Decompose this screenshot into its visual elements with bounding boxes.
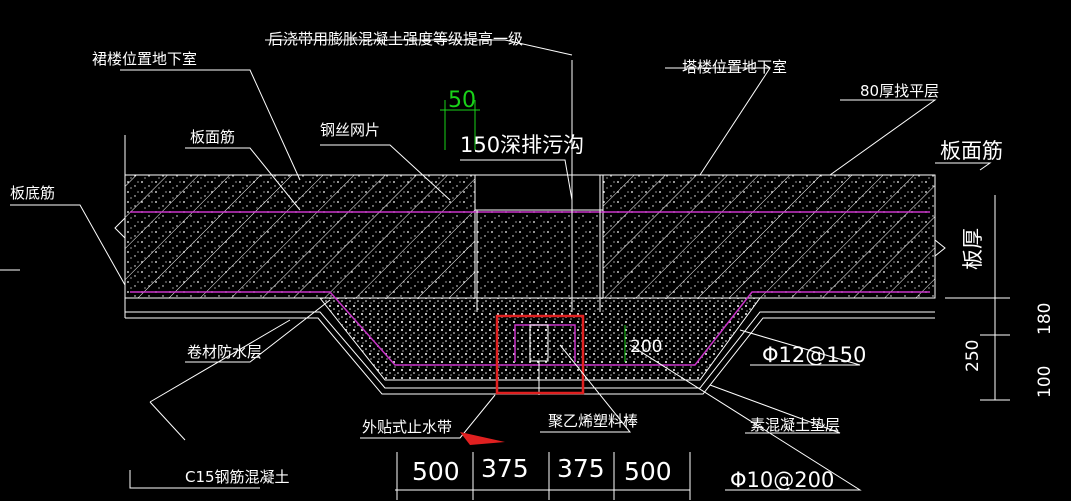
leader-lines: [10, 39, 992, 491]
dim-200: 200: [630, 337, 662, 357]
slab-outline: [114, 60, 946, 312]
title-note: 后浇带用膨胀混凝土强度等级提高一级: [268, 30, 523, 48]
tower-basement-label: 塔楼位置地下室: [682, 58, 787, 76]
post-pour-strip: [474, 209, 604, 299]
dim-top-50: 50: [448, 88, 476, 113]
pe-rod: [529, 324, 549, 395]
bottom-rebar-label: 板底筋: [10, 184, 55, 202]
rebar-12-label: Φ12@150: [762, 343, 866, 367]
dim-bottom-3: 375: [557, 454, 605, 483]
dim-right-250: 250: [963, 340, 983, 372]
drain-trench-label: 150深排污沟: [460, 133, 584, 157]
top-rebar-right-label: 板面筋: [940, 139, 1003, 163]
pe-rod-label: 聚乙烯塑料棒: [548, 412, 638, 430]
dim-bottom-4: 500: [624, 457, 672, 486]
arrow-icon: [460, 432, 505, 445]
rebar-10-label: Φ10@200: [730, 468, 834, 492]
dimension-lines: [0, 195, 1010, 500]
top-rebar-left-label: 板面筋: [190, 128, 235, 146]
dim-right-180: 180: [1035, 303, 1055, 335]
slab-thickness-label: 板厚: [961, 228, 985, 270]
dim-bottom-2: 375: [481, 454, 529, 483]
plain-concrete-label: 素混凝土垫层: [750, 416, 840, 434]
wire-mesh-label: 钢丝网片: [320, 121, 380, 139]
left-slab: [124, 174, 476, 299]
dimension-green: [440, 100, 626, 362]
right-slab: [602, 174, 936, 299]
membrane-label: 卷材防水层: [187, 343, 262, 361]
dim-right-100: 100: [1035, 366, 1055, 398]
c15-label: C15钢筋混凝土: [185, 468, 290, 486]
highlight-box: [495, 314, 585, 395]
screed-label: 80厚找平层: [860, 82, 939, 100]
waterstop-label: 外贴式止水带: [362, 418, 452, 436]
dim-bottom-1: 500: [412, 457, 460, 486]
annex-basement-label: 裙楼位置地下室: [92, 50, 197, 68]
